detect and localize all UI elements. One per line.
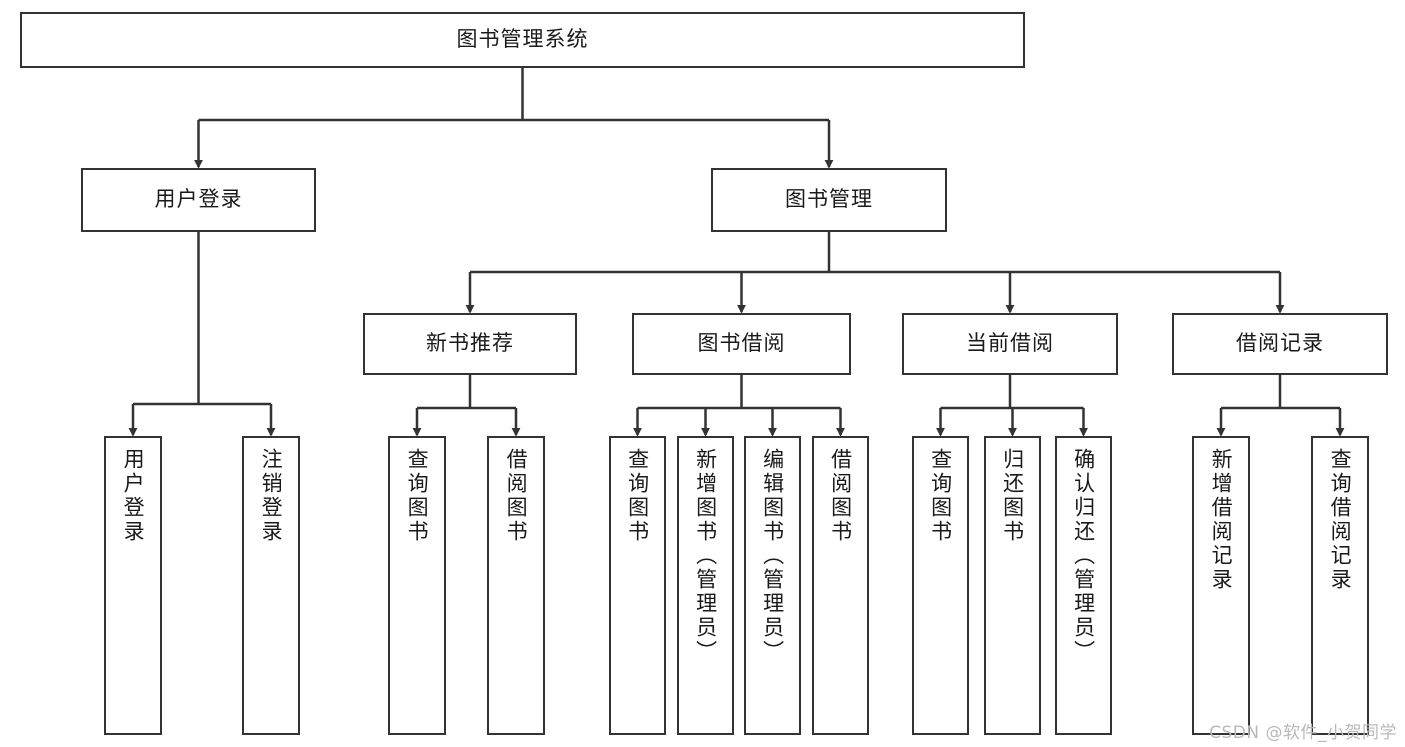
node-leaf-add-book-admin[interactable]: 新增图书（管理员） bbox=[677, 436, 734, 735]
node-leaf-query-book-borrow[interactable]: 查询图书 bbox=[609, 436, 666, 735]
node-leaf-edit-book-admin[interactable]: 编辑图书（管理员） bbox=[744, 436, 801, 735]
node-user-login[interactable]: 用户登录 bbox=[81, 168, 316, 232]
node-label: 新书推荐 bbox=[426, 331, 514, 356]
node-leaf-confirm-return-admin[interactable]: 确认归还（管理员） bbox=[1055, 436, 1112, 735]
node-label: 新增借阅记录 bbox=[1209, 448, 1234, 592]
node-label: 注销登录 bbox=[259, 448, 284, 544]
node-leaf-user-login[interactable]: 用户登录 bbox=[104, 436, 162, 735]
node-leaf-query-book-current[interactable]: 查询图书 bbox=[912, 436, 969, 735]
node-leaf-return-book[interactable]: 归还图书 bbox=[984, 436, 1041, 735]
node-label: 图书借阅 bbox=[697, 331, 786, 356]
node-leaf-logout[interactable]: 注销登录 bbox=[242, 436, 300, 735]
node-current-borrow[interactable]: 当前借阅 bbox=[902, 313, 1118, 375]
node-label: 借阅图书 bbox=[504, 448, 529, 544]
connector-lines bbox=[128, 68, 1345, 437]
node-label: 确认归还（管理员） bbox=[1071, 448, 1096, 664]
node-borrow-record[interactable]: 借阅记录 bbox=[1172, 313, 1388, 375]
node-book-borrow[interactable]: 图书借阅 bbox=[632, 313, 851, 375]
node-leaf-add-borrow-record[interactable]: 新增借阅记录 bbox=[1192, 436, 1250, 735]
node-leaf-query-borrow-record[interactable]: 查询借阅记录 bbox=[1311, 436, 1369, 735]
node-label: 归还图书 bbox=[1000, 448, 1025, 544]
node-label: 当前借阅 bbox=[966, 331, 1054, 356]
watermark-label: CSDN @软件_小贺同学 bbox=[1209, 723, 1397, 743]
node-root[interactable]: 图书管理系统 bbox=[20, 12, 1025, 68]
node-label: 用户登录 bbox=[121, 448, 146, 544]
node-new-book-recommend[interactable]: 新书推荐 bbox=[363, 313, 577, 375]
node-leaf-query-book-recommend[interactable]: 查询图书 bbox=[388, 436, 446, 735]
node-label: 编辑图书（管理员） bbox=[760, 448, 785, 664]
node-label: 新增图书（管理员） bbox=[693, 448, 718, 664]
node-leaf-borrow-book[interactable]: 借阅图书 bbox=[812, 436, 869, 735]
node-label: 查询图书 bbox=[625, 448, 650, 544]
node-label: 查询图书 bbox=[928, 448, 953, 544]
node-label: 图书管理 bbox=[785, 187, 873, 212]
node-label: 借阅图书 bbox=[828, 448, 853, 544]
node-book-manage[interactable]: 图书管理 bbox=[711, 168, 947, 232]
node-label: 图书管理系统 bbox=[456, 27, 589, 52]
node-label: 借阅记录 bbox=[1236, 331, 1324, 356]
node-label: 查询图书 bbox=[405, 448, 430, 544]
node-label: 用户登录 bbox=[154, 187, 243, 212]
node-leaf-borrow-book-recommend[interactable]: 借阅图书 bbox=[487, 436, 545, 735]
node-label: 查询借阅记录 bbox=[1328, 448, 1353, 592]
